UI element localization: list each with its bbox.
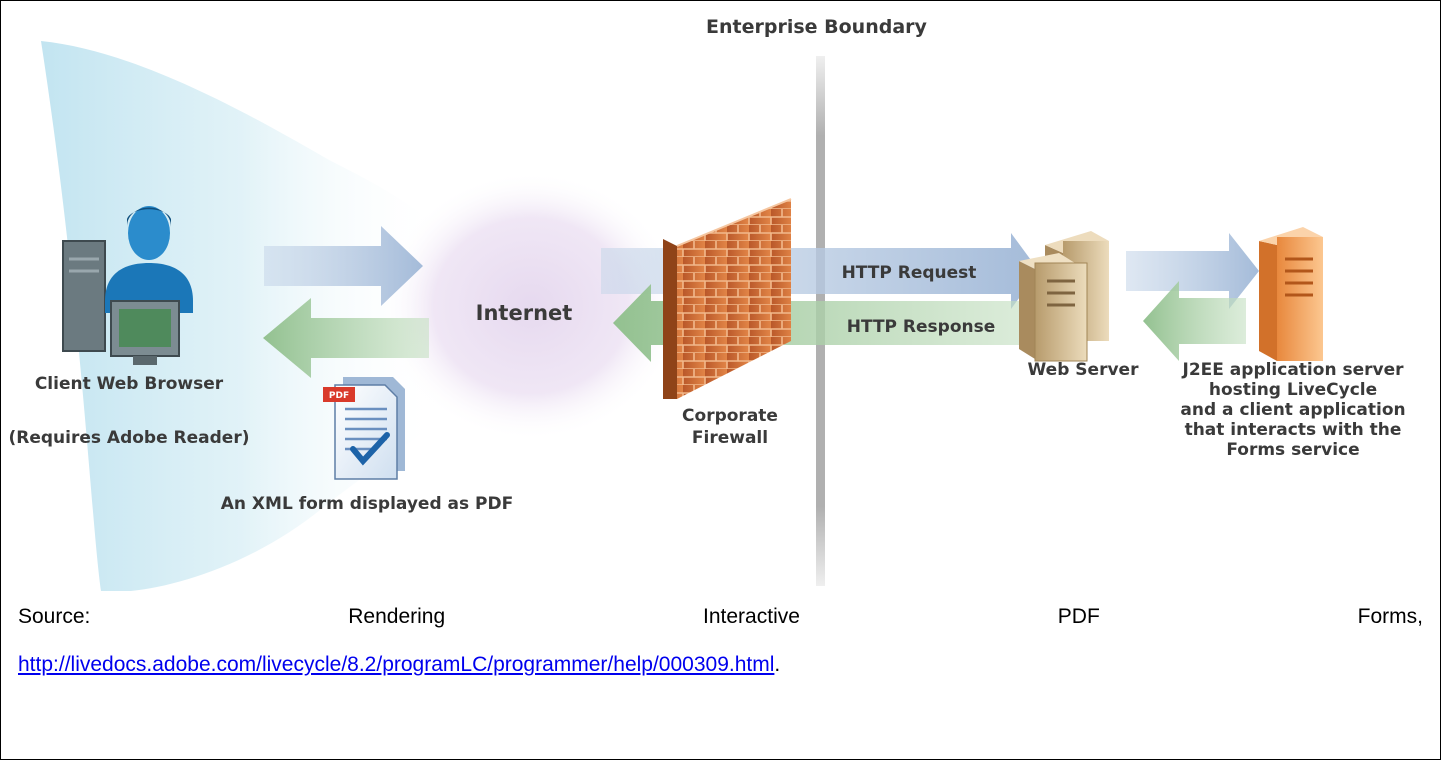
caption-period: .	[774, 653, 781, 676]
firewall-icon	[663, 198, 792, 399]
pdf-document-label: An XML form displayed as PDF	[221, 494, 514, 514]
source-link[interactable]: http://livedocs.adobe.com/livecycle/8.2/…	[18, 653, 775, 676]
http-request-label: HTTP Request	[842, 263, 977, 283]
client-user-icon	[62, 206, 193, 365]
app-server-label-line2: hosting LiveCycle	[1209, 380, 1377, 400]
client-response-arrow	[263, 298, 429, 378]
caption-word: Source:	[18, 605, 91, 628]
web-server-icon	[1019, 231, 1109, 362]
client-sublabel: (Requires Adobe Reader)	[8, 428, 249, 448]
firewall-label-line2: Firewall	[692, 428, 768, 448]
architecture-diagram: Enterprise Boundary Corporate Firewall H…	[8, 16, 1406, 591]
firewall-label-line1: Corporate	[682, 406, 778, 426]
app-response-arrow	[1143, 281, 1246, 361]
internet-label: Internet	[476, 301, 573, 325]
caption-word: PDF	[1057, 605, 1100, 628]
caption-source-line: Source: Rendering Interactive PDF Forms,	[18, 605, 1423, 629]
app-server-label-line5: Forms service	[1226, 440, 1359, 460]
pdf-document-icon	[323, 377, 405, 480]
caption-word: Rendering	[348, 605, 446, 628]
app-server-label-line1: J2EE application server	[1182, 360, 1405, 380]
app-server-icon	[1259, 227, 1323, 361]
caption-link-line: http://livedocs.adobe.com/livecycle/8.2/…	[18, 653, 1423, 677]
http-response-label: HTTP Response	[847, 317, 996, 337]
caption-word: Forms,	[1357, 605, 1423, 628]
web-server-label: Web Server	[1028, 360, 1140, 380]
client-label: Client Web Browser	[35, 374, 224, 394]
app-server-label-line3: and a client application	[1180, 400, 1405, 420]
app-request-arrow	[1126, 233, 1259, 309]
internet-cloud	[381, 171, 681, 441]
enterprise-boundary-label: Enterprise Boundary	[706, 16, 928, 38]
pdf-badge: PDF	[329, 391, 349, 401]
client-request-arrow	[264, 226, 423, 306]
app-server-label-line4: that interacts with the	[1185, 420, 1402, 440]
caption-word: Interactive	[703, 605, 800, 628]
